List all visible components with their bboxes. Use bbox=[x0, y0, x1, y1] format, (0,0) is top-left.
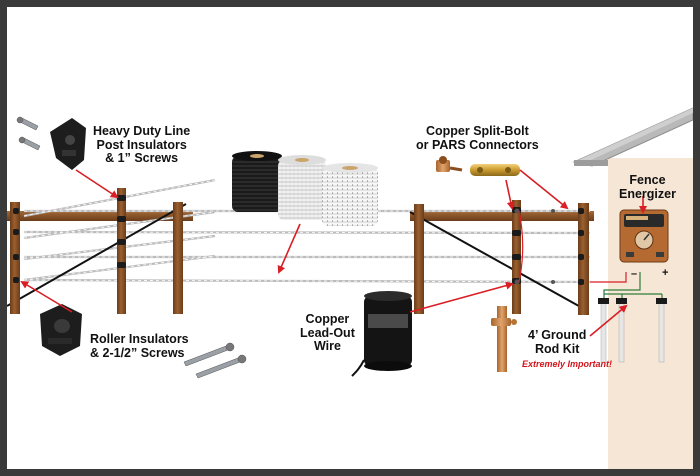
building bbox=[572, 107, 693, 469]
lead-out-wire-label: Copper Lead-Out Wire bbox=[300, 312, 355, 353]
ground-rod-kit-label: 4’ Ground Rod Kit bbox=[528, 328, 587, 356]
fence-rails bbox=[7, 211, 594, 221]
brace-wires bbox=[7, 203, 587, 311]
fence-energizer-label: Fence Energizer bbox=[619, 173, 676, 201]
copper-ground-rod-icon bbox=[491, 306, 517, 372]
jumper-wire bbox=[518, 210, 627, 283]
fence-illustration bbox=[7, 107, 693, 469]
energizer-plus-label: + bbox=[662, 267, 669, 279]
connector-clips bbox=[514, 208, 555, 285]
line-post-insulators-label: Heavy Duty Line Post Insulators & 1” Scr… bbox=[93, 124, 191, 165]
line-post-insulator-icon bbox=[50, 118, 86, 170]
callout-arrows bbox=[20, 169, 647, 337]
ground-rod-icon bbox=[598, 298, 667, 363]
screw-icon bbox=[183, 342, 247, 379]
roller-insulators-label: Roller Insulators & 2-1/2” Screws bbox=[90, 332, 189, 360]
energizer-icon bbox=[619, 209, 669, 263]
copper-connectors-label: Copper Split-Bolt or PARS Connectors bbox=[416, 124, 539, 152]
split-bolt-connector-icon bbox=[436, 156, 520, 176]
energizer-minus-label: – bbox=[631, 268, 638, 280]
roller-insulator-icon bbox=[40, 304, 82, 356]
lead-out-wire-spool-icon bbox=[351, 291, 412, 377]
screw-icon bbox=[16, 116, 41, 151]
wire-spool-icon bbox=[232, 151, 378, 226]
ground-rod-note: Extremely Important! bbox=[522, 359, 613, 369]
